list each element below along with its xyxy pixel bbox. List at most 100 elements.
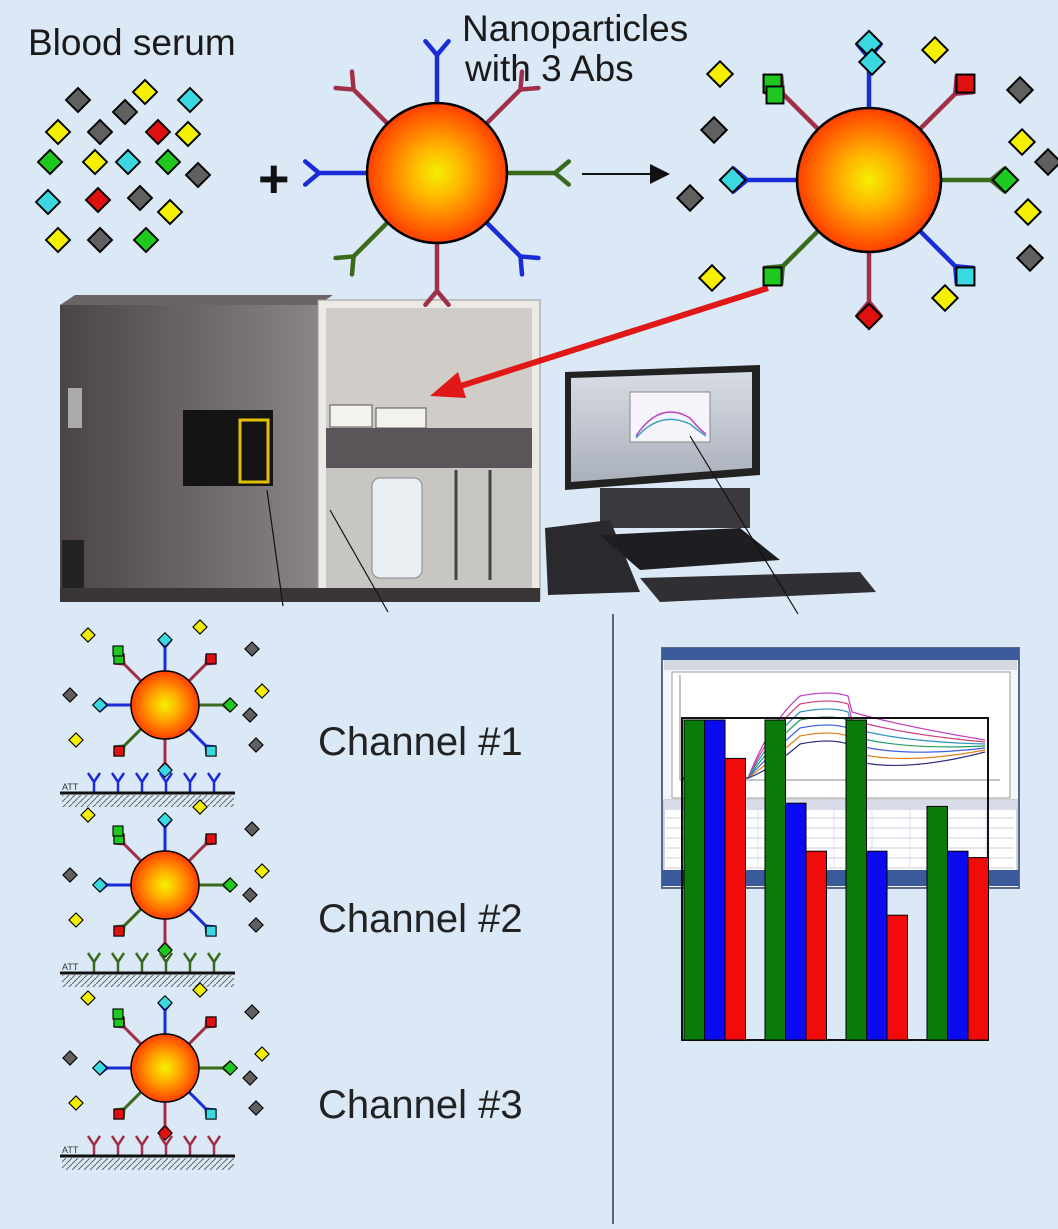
antigen-icon — [1033, 147, 1058, 177]
antigen-icon — [36, 148, 64, 176]
bar-1-series-2 — [704, 719, 726, 1041]
antigen-icon — [205, 653, 217, 665]
antigen-icon — [920, 35, 950, 65]
antigen-icon — [156, 198, 184, 226]
antigen-icon — [86, 118, 114, 146]
antigen-icon — [762, 266, 783, 287]
svg-text:ATT: ATT — [62, 782, 79, 792]
antigen-icon — [112, 1008, 124, 1020]
antigen-icon — [113, 745, 125, 757]
antigen-icon — [91, 877, 108, 893]
antigen-icon — [699, 115, 729, 145]
antigen-icon — [254, 863, 270, 879]
antigen-icon — [176, 86, 204, 114]
bar-4-series-3 — [967, 857, 989, 1041]
antigen-icon — [68, 1095, 84, 1111]
antigen-icon — [955, 73, 976, 94]
bar-2-series-3 — [805, 850, 827, 1041]
antibody-icon — [484, 220, 541, 277]
antibody-icon — [302, 159, 370, 187]
antigen-icon — [114, 148, 142, 176]
antigen-icon — [242, 707, 258, 723]
antigen-icon — [222, 697, 239, 713]
antigen-icon — [930, 283, 960, 313]
antigen-icon — [154, 148, 182, 176]
antigen-icon — [132, 226, 160, 254]
antigen-icon — [991, 165, 1020, 195]
nanoparticles-label-line2: with 3 Abs — [465, 48, 634, 89]
bar-3-series-1 — [845, 719, 867, 1041]
antigen-icon — [192, 619, 208, 635]
nanoparticle-with-antibodies — [302, 38, 572, 308]
antigen-icon — [91, 697, 108, 713]
nanoparticles-label-line1: Nanoparticles — [462, 8, 689, 49]
antigen-icon — [131, 78, 159, 106]
channel-3-label: Channel #3 — [318, 1083, 523, 1127]
antigen-icon — [718, 165, 747, 195]
antigen-icon — [1005, 75, 1035, 105]
nanoparticle-icon — [795, 106, 943, 254]
bar-2-series-1 — [764, 719, 786, 1041]
antigen-icon — [192, 982, 208, 998]
antigen-icon — [705, 59, 735, 89]
antigen-icon — [955, 266, 976, 287]
blood-serum-label: Blood serum — [28, 22, 236, 63]
antigen-icon — [184, 161, 212, 189]
channel-3-schematic: ATT — [60, 982, 270, 1170]
antibody-icon — [423, 38, 451, 106]
serum-antigens — [34, 78, 212, 254]
antigen-icon — [44, 118, 72, 146]
antigen-icon — [111, 98, 139, 126]
bar-2-series-2 — [785, 802, 807, 1041]
antigen-icon — [205, 1108, 217, 1120]
antigen-icon — [62, 1050, 78, 1066]
antigen-icon — [91, 1060, 108, 1076]
antibody-icon — [504, 159, 572, 187]
antigen-icon — [144, 118, 172, 146]
antigen-icon — [80, 807, 96, 823]
antigen-icon — [80, 990, 96, 1006]
antigen-icon — [205, 833, 217, 845]
antigen-icon — [113, 925, 125, 937]
bar-chart — [681, 717, 989, 1041]
antigen-icon — [157, 811, 173, 828]
antigen-icon — [242, 1070, 258, 1086]
antigen-icon — [765, 85, 785, 105]
antigen-icon — [126, 184, 154, 212]
channel-2-schematic: ATT — [60, 799, 270, 987]
channel-2-label: Channel #2 — [318, 897, 523, 941]
antigen-icon — [80, 627, 96, 643]
antigen-icon — [1015, 243, 1045, 273]
antigen-icon — [112, 645, 124, 657]
antigen-icon — [1013, 197, 1043, 227]
nanoparticle-icon — [130, 670, 200, 740]
antigen-icon — [192, 799, 208, 815]
antigen-icon — [112, 825, 124, 837]
plus-sign: + — [258, 149, 290, 209]
antigen-icon — [157, 631, 173, 648]
antigen-icon — [254, 1046, 270, 1062]
antigen-icon — [248, 737, 264, 753]
antigen-icon — [242, 887, 258, 903]
antigen-icon — [205, 745, 217, 757]
antigen-icon — [244, 821, 260, 837]
antigen-icon — [222, 1060, 239, 1076]
antigen-icon — [68, 732, 84, 748]
bar-3-series-2 — [866, 850, 888, 1041]
antigen-icon — [64, 86, 92, 114]
nanoparticle-bound-complex — [675, 29, 1058, 331]
antigen-icon — [254, 683, 270, 699]
antigen-icon — [113, 1108, 125, 1120]
antigen-icon — [205, 1016, 217, 1028]
channel-1-schematic: ATT — [60, 619, 270, 807]
antigen-icon — [222, 877, 239, 893]
callout-lines — [266, 435, 799, 1224]
antigen-icon — [675, 183, 705, 213]
computer-workstation — [545, 365, 876, 602]
antigen-icon — [62, 867, 78, 883]
antigen-icon — [81, 148, 109, 176]
antigen-icon — [157, 994, 173, 1011]
antigen-icon — [248, 917, 264, 933]
channel-1-label: Channel #1 — [318, 720, 523, 764]
